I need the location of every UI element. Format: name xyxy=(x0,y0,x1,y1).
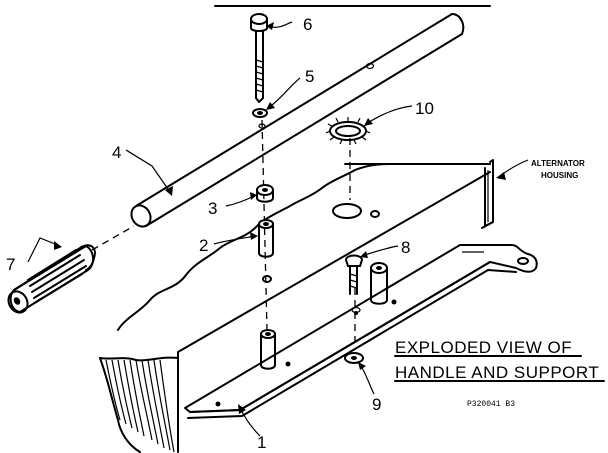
alternator-label-line2: HOUSING xyxy=(541,171,578,180)
housing-hole xyxy=(332,203,362,219)
tube-top-edge xyxy=(135,13,453,207)
tube-end xyxy=(130,204,152,228)
housing-torn-bottom xyxy=(99,356,179,362)
alternator-housing xyxy=(99,159,494,453)
flat-washer xyxy=(344,352,364,364)
screw xyxy=(344,254,364,295)
handle-tube xyxy=(130,13,465,228)
leader-8 xyxy=(361,245,399,257)
title-line1: EXPLODED VIEW OF xyxy=(395,338,572,357)
bracket-spacer-right xyxy=(370,262,388,305)
callout-7: 7 xyxy=(6,255,15,274)
title-line2: HANDLE AND SUPPORT xyxy=(395,363,599,382)
callout-4: 4 xyxy=(112,143,121,162)
callout-2: 2 xyxy=(199,236,208,255)
leader-2 xyxy=(213,235,257,245)
drawing-code: P320041 B3 xyxy=(467,400,515,409)
callout-8: 8 xyxy=(401,238,410,257)
support-bracket xyxy=(184,244,538,419)
handle-grip xyxy=(7,225,135,314)
callout-6: 6 xyxy=(303,15,312,34)
housing-top-edge xyxy=(177,171,491,353)
callout-1: 1 xyxy=(257,433,266,452)
bracket-spacer-left xyxy=(260,329,276,370)
bracket-hole xyxy=(517,257,529,265)
tube-bottom-edge xyxy=(145,33,463,227)
callout-3: 3 xyxy=(208,199,217,218)
grip-to-tube-axis xyxy=(91,225,135,251)
alternator-label-line1: ALTERNATOR xyxy=(531,159,585,168)
callout-9: 9 xyxy=(372,395,381,414)
bracket-outline xyxy=(184,244,538,413)
housing-right-edge xyxy=(489,159,494,223)
leader-10 xyxy=(365,105,413,125)
housing-torn-edge xyxy=(117,163,491,331)
leader-7 xyxy=(27,237,61,263)
bolt xyxy=(250,13,268,103)
callout-5: 5 xyxy=(305,67,314,86)
leader-4 xyxy=(125,149,171,193)
spacer xyxy=(258,219,274,258)
lock-washer xyxy=(252,108,268,118)
nut xyxy=(256,184,274,203)
leader-3 xyxy=(225,195,255,207)
leader-5 xyxy=(267,77,301,109)
star-washer xyxy=(325,117,371,145)
callout-10: 10 xyxy=(415,99,434,118)
